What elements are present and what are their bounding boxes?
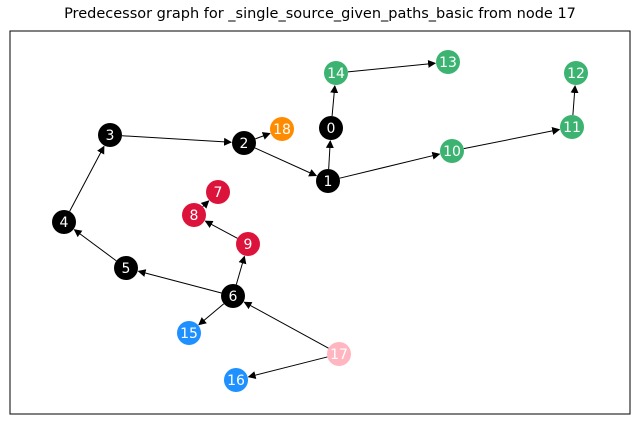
edge-6-to-15 <box>198 303 225 326</box>
node-circle-4 <box>52 210 76 234</box>
node-label-8: 8 <box>190 208 199 224</box>
edge-10-to-11 <box>463 127 561 150</box>
node-label-9: 9 <box>244 237 253 253</box>
node-circle-18 <box>270 117 294 141</box>
node-label-4: 4 <box>60 215 69 231</box>
node-label-13: 13 <box>439 55 457 71</box>
edge-6-to-5 <box>137 269 222 294</box>
node-15: 15 <box>177 321 201 345</box>
node-circle-10 <box>440 139 464 163</box>
edges-layer <box>69 59 579 379</box>
node-circle-2 <box>232 131 256 155</box>
node-0: 0 <box>319 116 343 140</box>
edge-2-to-1 <box>254 147 318 177</box>
edge-14-to-13 <box>347 59 437 73</box>
node-label-10: 10 <box>443 144 461 160</box>
node-circle-17 <box>327 342 351 366</box>
node-circle-12 <box>564 61 588 85</box>
node-8: 8 <box>182 203 206 227</box>
edge-0-to-14 <box>330 84 339 117</box>
node-7: 7 <box>206 180 230 204</box>
node-label-6: 6 <box>229 289 238 305</box>
node-circle-14 <box>324 61 348 85</box>
node-label-3: 3 <box>106 128 115 144</box>
node-14: 14 <box>324 61 348 85</box>
node-circle-16 <box>224 368 248 392</box>
edge-8-to-7 <box>200 200 210 209</box>
edge-17-to-6 <box>243 301 329 349</box>
node-5: 5 <box>114 256 138 280</box>
edge-9-to-8 <box>204 220 238 239</box>
node-circle-0 <box>319 116 343 140</box>
node-label-11: 11 <box>563 120 581 136</box>
edge-17-to-16 <box>247 356 328 379</box>
edge-1-to-0 <box>325 139 334 170</box>
node-18: 18 <box>270 117 294 141</box>
node-label-15: 15 <box>180 326 198 342</box>
node-13: 13 <box>436 50 460 74</box>
node-circle-3 <box>98 123 122 147</box>
node-label-7: 7 <box>214 185 223 201</box>
node-label-18: 18 <box>273 122 291 138</box>
node-circle-9 <box>236 232 260 256</box>
node-label-12: 12 <box>567 66 585 82</box>
node-2: 2 <box>232 131 256 155</box>
node-17: 17 <box>327 342 351 366</box>
node-10: 10 <box>440 139 464 163</box>
node-6: 6 <box>221 284 245 308</box>
node-circle-13 <box>436 50 460 74</box>
node-circle-5 <box>114 256 138 280</box>
node-circle-8 <box>182 203 206 227</box>
edge-11-to-12 <box>570 84 579 116</box>
node-circle-7 <box>206 180 230 204</box>
node-circle-1 <box>316 169 340 193</box>
edge-4-to-3 <box>69 145 105 212</box>
edge-5-to-4 <box>73 229 117 262</box>
node-3: 3 <box>98 123 122 147</box>
edge-6-to-9 <box>235 255 247 285</box>
node-12: 12 <box>564 61 588 85</box>
node-label-5: 5 <box>122 261 131 277</box>
node-11: 11 <box>560 115 584 139</box>
node-label-2: 2 <box>240 136 249 152</box>
node-label-14: 14 <box>327 66 345 82</box>
node-16: 16 <box>224 368 248 392</box>
node-1: 1 <box>316 169 340 193</box>
node-label-0: 0 <box>327 121 336 137</box>
node-label-16: 16 <box>227 373 245 389</box>
node-circle-15 <box>177 321 201 345</box>
edge-3-to-2 <box>121 135 233 146</box>
node-circle-11 <box>560 115 584 139</box>
node-label-1: 1 <box>324 174 333 190</box>
plot-frame <box>9 30 631 415</box>
node-label-17: 17 <box>330 347 348 363</box>
node-circle-6 <box>221 284 245 308</box>
edge-1-to-10 <box>339 151 441 179</box>
chart-title: Predecessor graph for _single_source_giv… <box>64 6 576 22</box>
node-4: 4 <box>52 210 76 234</box>
node-9: 9 <box>236 232 260 256</box>
edge-2-to-18 <box>255 132 271 140</box>
